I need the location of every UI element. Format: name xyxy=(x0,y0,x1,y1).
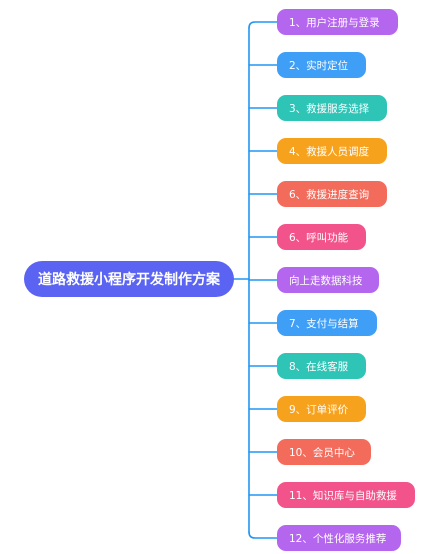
branch-connector xyxy=(248,21,278,29)
branch-node[interactable]: 7、支付与结算 xyxy=(277,310,377,336)
branch-node[interactable]: 6、呼叫功能 xyxy=(277,224,366,250)
branch-node[interactable]: 4、救援人员调度 xyxy=(277,138,387,164)
branch-node[interactable]: 6、救援进度查询 xyxy=(277,181,387,207)
branch-node[interactable]: 2、实时定位 xyxy=(277,52,366,78)
branch-connector xyxy=(248,531,278,539)
branch-node[interactable]: 9、订单评价 xyxy=(277,396,366,422)
branch-node[interactable]: 向上走数据科技 xyxy=(277,267,379,293)
branch-node[interactable]: 12、个性化服务推荐 xyxy=(277,525,401,551)
branch-node[interactable]: 1、用户注册与登录 xyxy=(277,9,398,35)
root-node[interactable]: 道路救援小程序开发制作方案 xyxy=(24,261,234,297)
branch-node[interactable]: 10、会员中心 xyxy=(277,439,371,465)
branch-node[interactable]: 11、知识库与自助救援 xyxy=(277,482,415,508)
branch-node[interactable]: 8、在线客服 xyxy=(277,353,366,379)
branch-node[interactable]: 3、救援服务选择 xyxy=(277,95,387,121)
